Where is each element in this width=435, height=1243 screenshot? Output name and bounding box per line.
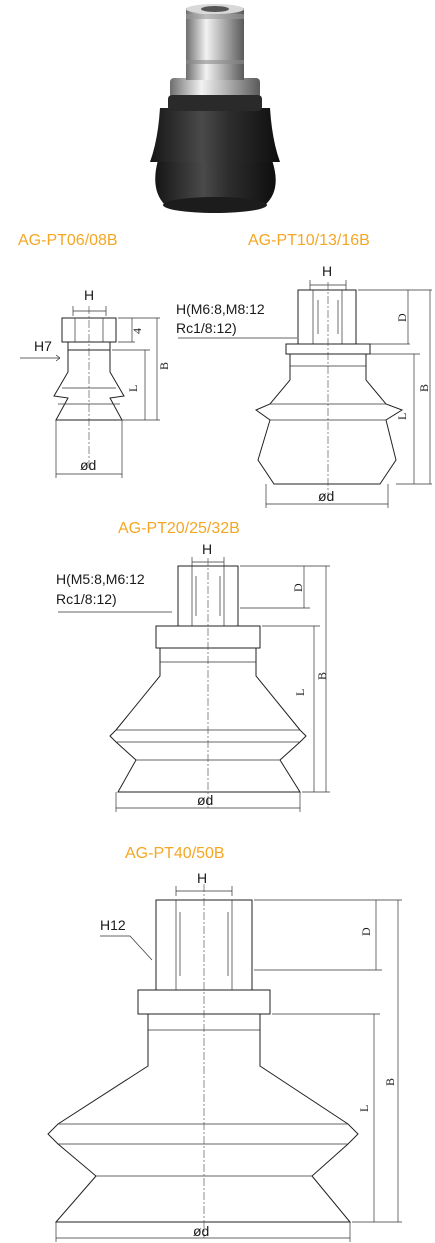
h-dimension-label: H [84,287,94,303]
l-label: L [293,689,307,696]
thread-label-line-1: H(M6:8,M8:12 [176,301,265,317]
height-label: D [291,583,305,592]
height-label: D [359,927,373,936]
model-ag-pt10-13-16b: AG-PT10/13/16B H H(M6:8,M8:12 Rc1/8:12) … [176,232,432,508]
thread-label-line-2: Rc1/8:12) [176,320,237,336]
product-photo [150,4,280,213]
l-label: L [126,385,140,392]
b-label: B [315,672,329,680]
d-label: ød [197,792,213,808]
model-ag-pt20-25-32b: AG-PT20/25/32B H H(M5:8,M6:12 Rc1/8:12) … [56,520,330,812]
b-label: B [417,384,431,392]
l-label: L [395,413,409,420]
b-label: B [383,1078,397,1086]
thread-label: H12 [100,917,126,933]
h-dimension-label: H [197,870,207,886]
h-dimension-label: H [322,263,332,279]
d-label: ød [318,488,334,504]
thread-label: H7 [34,338,52,354]
model-title: AG-PT06/08B [18,232,118,249]
h-dimension-label: H [202,541,212,557]
l-label: L [357,1105,371,1112]
d-label: ød [193,1223,209,1239]
model-ag-pt06-08b: AG-PT06/08B H H7 4 L B ød [18,232,171,478]
model-ag-pt40-50b: AG-PT40/50B H H12 D L B ød [47,845,402,1242]
height-label: 4 [130,328,144,334]
model-title: AG-PT40/50B [125,845,225,862]
thread-label-line-1: H(M5:8,M6:12 [56,571,145,587]
model-title: AG-PT20/25/32B [118,520,240,537]
d-label: ød [80,457,96,473]
height-label: D [395,313,409,322]
thread-label-line-2: Rc1/8:12) [56,591,117,607]
model-title: AG-PT10/13/16B [248,232,370,249]
b-label: B [157,362,171,370]
